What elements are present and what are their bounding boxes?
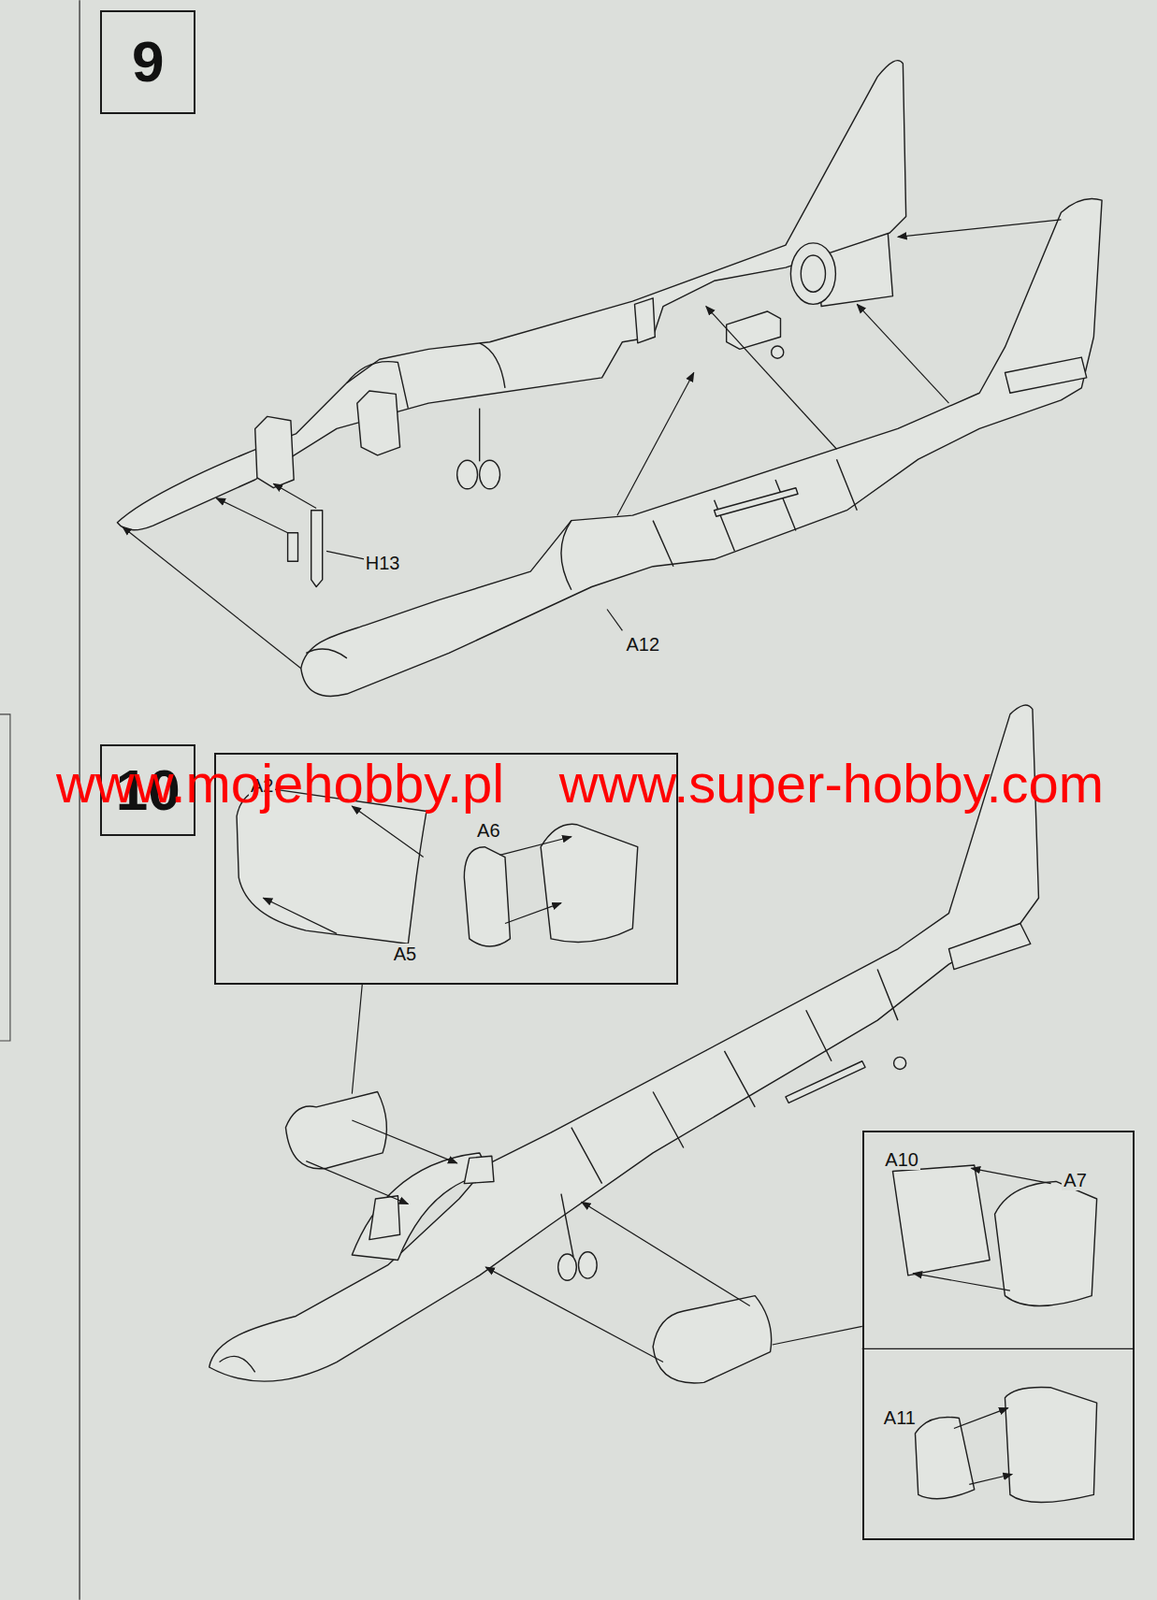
part-number: A5 [391,943,419,965]
step-number-box: 9 [100,10,197,115]
detail-inset: A10A7A11 [862,1130,1135,1542]
part-number: A11 [882,1407,918,1429]
watermark: www.super-hobby.com [559,753,1104,814]
part-number: A12 [623,634,662,655]
part-number: A7 [1061,1170,1088,1191]
step-number: 9 [131,29,164,94]
part-number: H13 [363,552,403,574]
part-number: A10 [882,1149,921,1171]
part-number: A6 [475,820,502,841]
watermark: www.mojehobby.pl [56,753,505,814]
